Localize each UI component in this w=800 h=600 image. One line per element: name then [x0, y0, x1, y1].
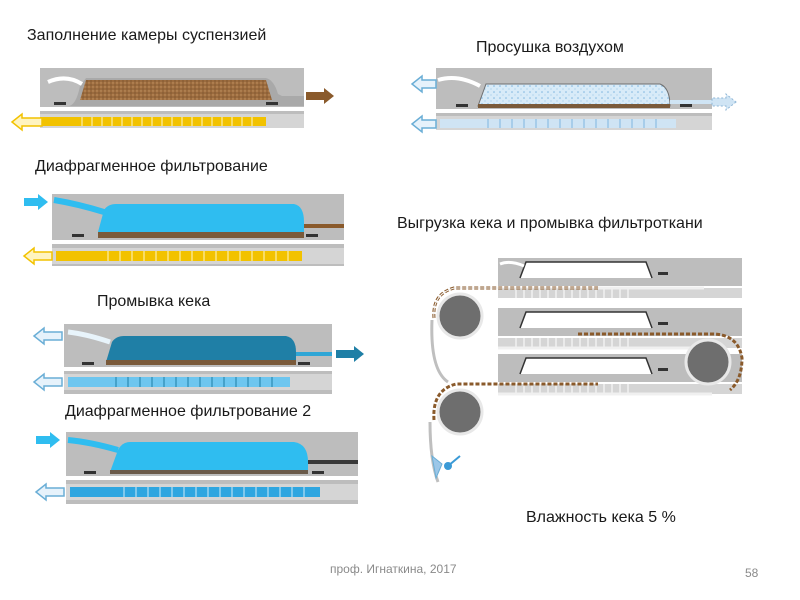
air-out-arrow-icon: [410, 74, 437, 94]
filtrate-channel: [40, 117, 266, 126]
label-cake-washing: Промывка кека: [97, 293, 211, 310]
membrane-fluid-in-arrow-icon: [24, 194, 48, 210]
wash-out-lower-arrow-icon: [32, 372, 63, 392]
label-discharge-and-wash: Выгрузка кека и промывка фильтроткани: [397, 215, 703, 232]
footer-author: проф. Игнаткина, 2017: [330, 562, 457, 576]
membrane-inflated: [110, 442, 308, 472]
diagram-cake-washing: [30, 322, 370, 396]
cloth-belt-with-cake-right: [578, 332, 744, 392]
air-in-arrow-icon: [711, 92, 737, 112]
roller-bottom-left: [436, 388, 484, 436]
wash-in-arrow-icon: [336, 346, 364, 362]
wash-liquid-chamber: [106, 336, 296, 362]
label-filling: Заполнение камеры суспензией: [27, 27, 267, 44]
filtrate-out-arrow-icon: [10, 112, 43, 132]
cake-layer: [106, 360, 296, 365]
wash-filtrate-channel: [68, 377, 290, 387]
diagram-filling: [8, 66, 340, 146]
diagram-membrane-filtration-2: [30, 430, 360, 506]
roller-right: [684, 338, 732, 386]
cloth-belt-with-cake-lower: [432, 382, 598, 421]
cake-layer: [98, 232, 304, 238]
air-out-arrow-lower-icon: [410, 114, 437, 134]
page-number: 58: [745, 566, 759, 580]
label-membrane-filtration-2: Диафрагменное фильтрование 2: [65, 403, 312, 420]
air-channel: [440, 119, 676, 128]
diagram-air-drying: [408, 66, 740, 146]
roller-top-left: [436, 292, 484, 340]
air-dried-cake: [477, 83, 671, 107]
membrane-fluid-in-arrow-icon: [36, 432, 60, 448]
membrane-inflated: [98, 204, 304, 232]
filtrate-out-arrow-icon: [34, 482, 65, 502]
diagram-discharge-and-cloth-wash: [412, 250, 748, 500]
label-membrane-filtration: Диафрагменное фильтрование: [35, 158, 268, 175]
filtrate-channel: [70, 487, 320, 497]
spray-nozzle-icon: [431, 454, 443, 480]
label-air-drying: Просушка воздухом: [476, 39, 624, 56]
slurry-feed-arrow-icon: [306, 88, 334, 104]
slurry-chamber: [80, 80, 272, 100]
filtrate-out-arrow-icon: [22, 246, 53, 266]
wash-out-arrow-icon: [32, 326, 63, 346]
diagram-membrane-filtration: [8, 190, 348, 270]
filtrate-channel: [56, 251, 302, 261]
label-cake-moisture: Влажность кека 5 %: [526, 509, 676, 526]
